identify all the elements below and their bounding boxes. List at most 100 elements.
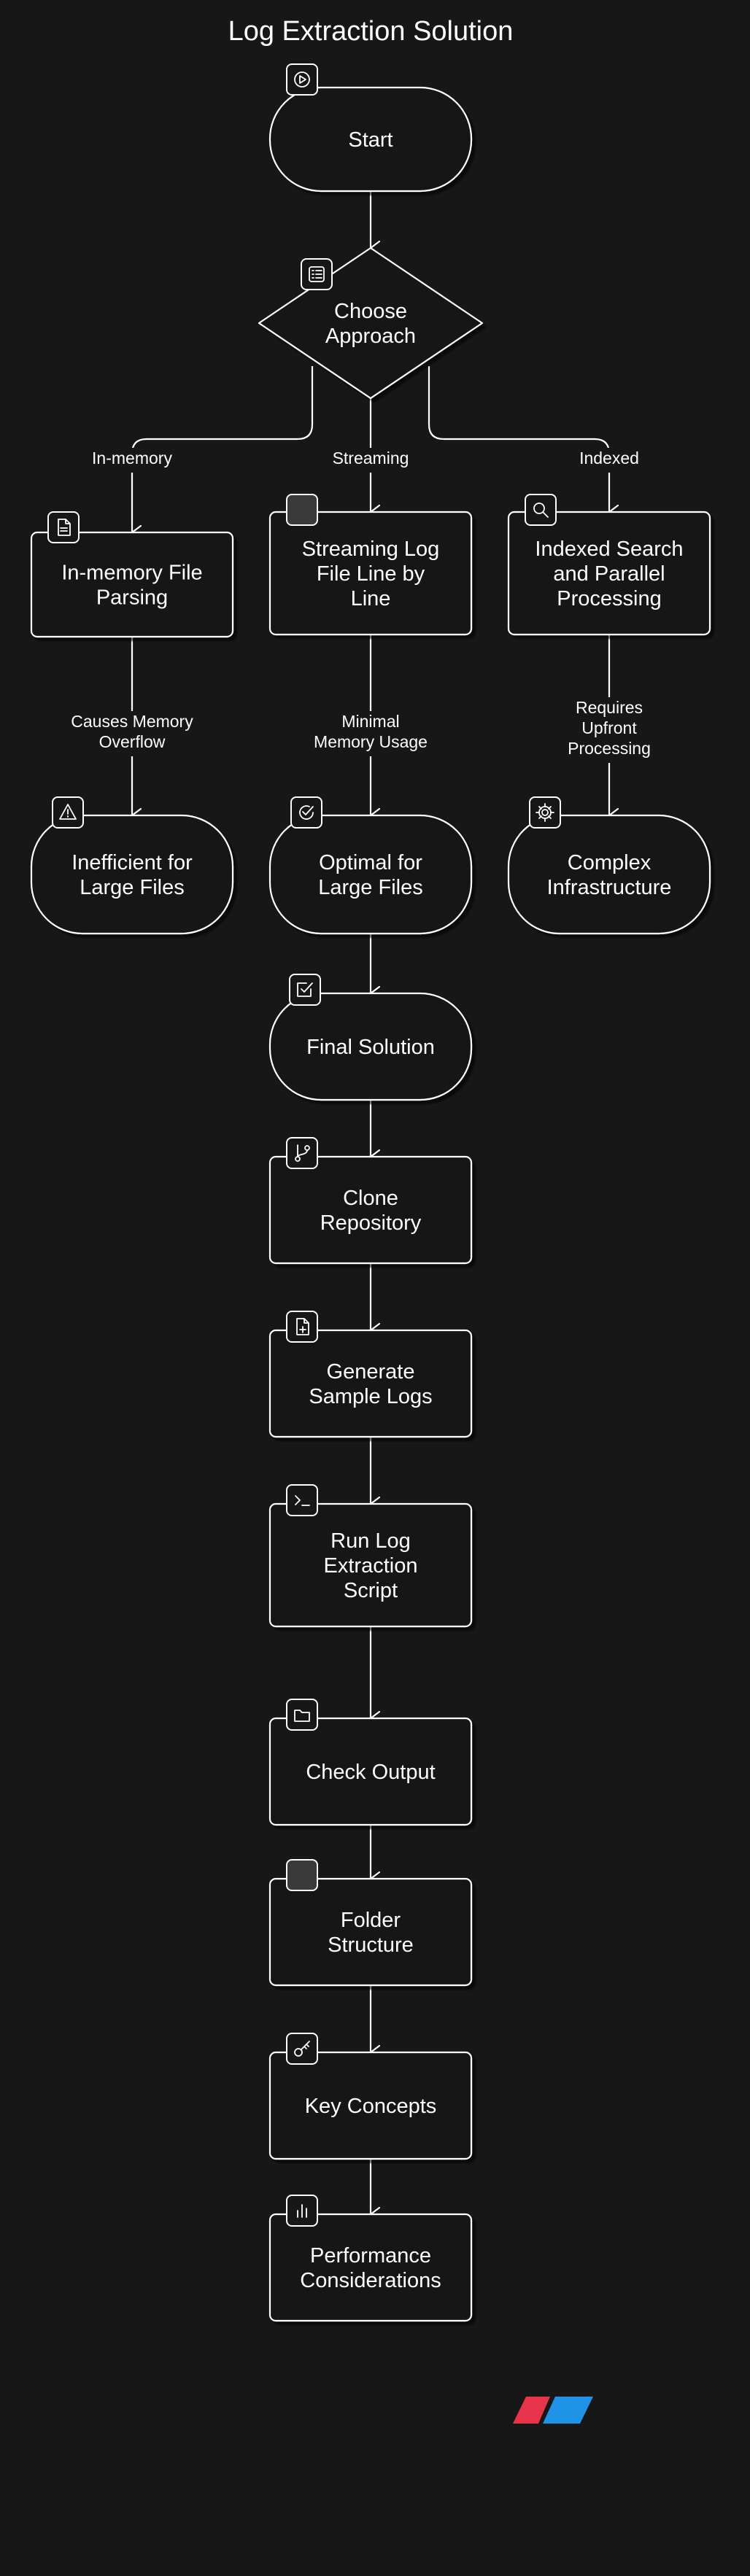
file-plus-icon: [286, 1311, 318, 1343]
node-indexed-label: Indexed Search: [535, 538, 683, 561]
edge-label-text: Streaming: [333, 449, 409, 468]
node-perf-label: Performance: [310, 2244, 431, 2267]
git-branch-icon: [286, 1137, 318, 1169]
node-indexed-label: and Parallel: [553, 562, 665, 586]
edge-label-text: Indexed: [579, 449, 639, 468]
node-optimal-shape: [268, 814, 473, 935]
node-indexed-label: Processing: [557, 587, 661, 610]
edge-label-text: Causes Memory: [71, 712, 193, 731]
eraser-logo: eraser: [513, 2385, 724, 2432]
node-complex-shape: [507, 814, 711, 935]
gear-icon: [529, 796, 561, 829]
node-generate-label: Sample Logs: [309, 1385, 432, 1408]
node-stream-label: Streaming Log: [302, 538, 440, 561]
eraser-logo-text: eraser: [600, 2385, 724, 2432]
node-run-shape: [268, 1502, 473, 1628]
edge-label-indexed: Indexed: [569, 448, 649, 473]
node-clone-label: Repository: [320, 1211, 422, 1235]
node-inefficient-label: Inefficient for: [71, 851, 193, 874]
node-perf-shape: [268, 2213, 473, 2322]
node-check-shape: [268, 1717, 473, 1826]
eraser-logo-blue-shape: [543, 2397, 593, 2424]
node-key-shape: [268, 2051, 473, 2160]
edge-label-text: Upfront: [581, 718, 637, 737]
node-key[interactable]: Key Concepts: [268, 2033, 473, 2160]
node-start-label: Start: [348, 128, 393, 152]
check-circle-icon: [290, 796, 322, 829]
node-stream-label: File Line by: [317, 562, 425, 586]
node-generate-shape: [268, 1329, 473, 1438]
node-inefficient-label: Large Files: [80, 876, 184, 899]
node-complex-label: Complex: [568, 851, 652, 874]
node-final[interactable]: Final Solution: [268, 974, 473, 1101]
node-run-label: Run Log: [330, 1529, 411, 1553]
node-clone-label: Clone: [343, 1187, 398, 1210]
edge-label-text: Processing: [568, 739, 651, 758]
list-icon: [301, 258, 333, 290]
node-optimal-label: Optimal for: [319, 851, 422, 874]
search-icon: [525, 494, 557, 526]
warning-icon: [52, 796, 84, 829]
node-choose-shape: [258, 247, 484, 400]
node-generate-label: Generate: [327, 1360, 415, 1384]
node-stream-shape: [268, 511, 473, 636]
check-square-icon: [289, 974, 321, 1006]
eraser-logo-red-shape: [513, 2397, 550, 2424]
square-icon: [286, 1859, 318, 1891]
folder-icon: [286, 1699, 318, 1731]
node-perf-label: Considerations: [300, 2269, 441, 2292]
edge-label-text: Overflow: [99, 732, 166, 751]
node-folder-label: Structure: [328, 1933, 414, 1957]
node-indexed-shape: [507, 511, 711, 636]
node-choose-label: Approach: [325, 325, 416, 348]
node-folder-label: Folder: [341, 1909, 401, 1932]
node-inmem-label: In-memory File: [61, 562, 202, 585]
terminal-icon: [286, 1484, 318, 1516]
edge-label-text: In-memory: [92, 449, 172, 468]
node-check[interactable]: Check Output: [268, 1699, 473, 1826]
edge-label-inmem: In-memory: [80, 448, 184, 473]
edge-choose-to-indexed: [428, 366, 609, 512]
node-start-shape: [268, 86, 473, 193]
node-clone-shape: [268, 1155, 473, 1265]
edge-label-text: Requires: [576, 698, 643, 717]
file-icon: [47, 511, 80, 543]
node-inmem-label: Parsing: [96, 586, 168, 610]
node-start[interactable]: Start: [268, 63, 473, 193]
square-icon: [286, 494, 318, 526]
edge-choose-to-inmem: [131, 366, 314, 532]
play-icon: [286, 63, 318, 96]
node-run-label: Extraction: [324, 1554, 418, 1578]
node-run-label: Script: [344, 1579, 398, 1602]
edge-label-text: Minimal: [341, 712, 399, 731]
node-inmem-shape: [30, 531, 234, 638]
node-inefficient-shape: [30, 814, 234, 935]
key-icon: [286, 2033, 318, 2065]
node-key-label: Key Concepts: [305, 2095, 437, 2118]
edge-label-text: Memory Usage: [314, 732, 428, 751]
node-choose-label: Choose: [334, 300, 407, 323]
node-stream-label: Line: [351, 587, 391, 610]
node-complex-label: Infrastructure: [547, 876, 672, 899]
node-optimal-label: Large Files: [318, 876, 422, 899]
node-check-label: Check Output: [306, 1761, 435, 1784]
node-final-label: Final Solution: [306, 1036, 435, 1059]
bar-chart-icon: [286, 2195, 318, 2227]
node-folder-shape: [268, 1877, 473, 1987]
